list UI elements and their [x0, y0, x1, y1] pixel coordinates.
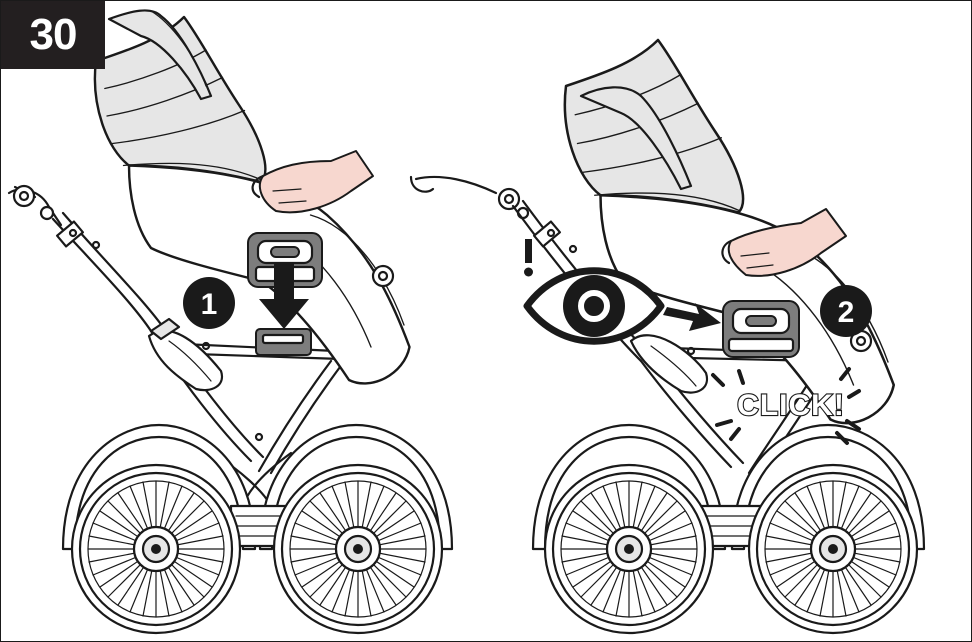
step-2-badge: 2	[820, 285, 872, 337]
left-scene: 1	[9, 10, 452, 633]
warning-mark	[524, 239, 533, 277]
step-1-badge: 1	[183, 277, 235, 329]
step-number-badge: 30	[1, 1, 105, 69]
step-2-number: 2	[838, 296, 855, 329]
step-1-number: 1	[201, 288, 218, 321]
click-label: CLICK!	[737, 389, 845, 422]
right-scene: 2 CLICK!	[411, 40, 924, 633]
